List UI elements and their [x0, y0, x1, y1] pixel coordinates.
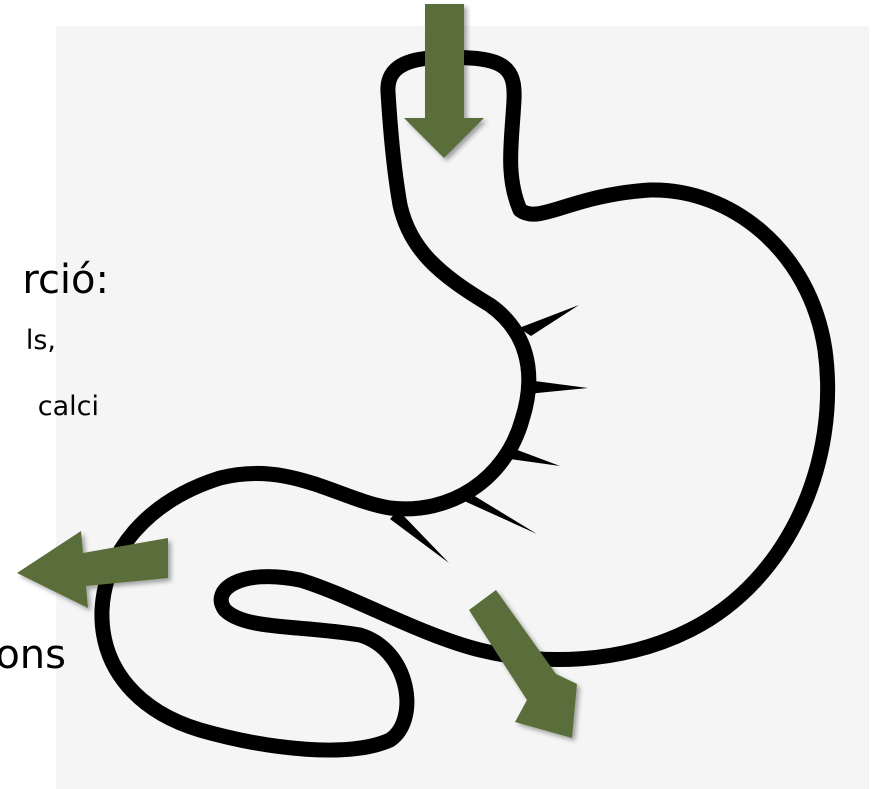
absorption-line-1: ls, — [26, 325, 56, 357]
absorption-line-2: calci — [38, 391, 99, 423]
fold-spike-1 — [519, 305, 579, 336]
absorption-line-3: ons — [0, 633, 66, 677]
stomach-folds — [390, 305, 588, 563]
entry-arrow — [404, 4, 484, 158]
fold-spike-5 — [390, 510, 449, 563]
absorption-title: rció: — [22, 258, 109, 302]
stomach-outline — [102, 57, 828, 750]
fold-spike-4 — [462, 492, 537, 534]
fold-spike-2 — [527, 380, 588, 394]
absorption-arrow — [17, 531, 168, 608]
fold-spike-3 — [510, 448, 560, 466]
